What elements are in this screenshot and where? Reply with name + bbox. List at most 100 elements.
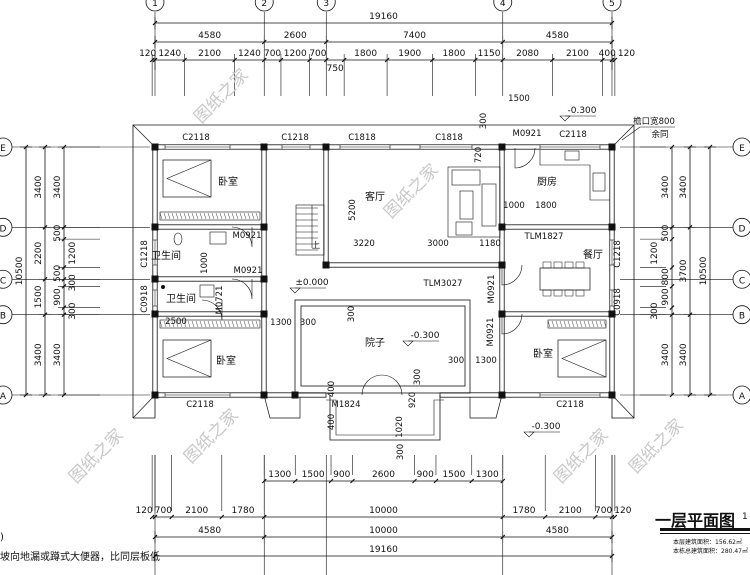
wall-d-left [154,224,265,230]
wardrobe-hanger [163,320,167,328]
armchair [455,221,473,236]
dimension-tick [350,478,355,484]
dimension-tick [469,478,475,484]
plan-label: 3220 [353,239,375,249]
dimension-label: 4580 [546,31,569,41]
dimension-label: 19160 [369,12,398,22]
dining-chair [575,261,585,269]
plan-label: M0921 [233,231,262,241]
dimension-tick [219,514,225,520]
plan-label: M0921 [513,129,542,139]
dimension-label: 1300 [268,470,291,480]
structural-column [498,223,506,231]
door-swing [231,278,253,300]
axis-label: 4 [500,0,506,9]
wall-south-mid-right [439,392,503,398]
wardrobe-hanger [199,212,203,220]
structural-column [151,275,159,283]
room-label: 卧室 [216,354,236,367]
plan-label: C1218 [613,240,623,268]
dimension-label: 4580 [546,526,569,536]
structural-column [498,143,506,151]
wardrobe-hanger [175,320,179,328]
door-swing [514,147,536,169]
plan-label: M0921 [234,266,263,276]
plan-label: 300 [396,444,406,460]
roof-eave-outline [133,395,156,419]
entry-door-swing [361,374,403,396]
wardrobe-hanger [183,320,187,328]
wardrobe-hanger [563,320,567,328]
wall-b-right [501,311,613,317]
dimension-label: 700 [595,506,612,516]
wardrobe-hanger [571,320,575,328]
wardrobe-hanger [211,320,215,328]
front-eave [263,394,301,419]
structural-column [608,143,616,151]
dimension-label: 120 [139,49,156,59]
wardrobe-hanger [235,320,239,328]
dimension-label: 1200 [650,242,660,265]
eave-corner-line [132,394,156,419]
plan-label: C1818 [348,133,376,143]
dimension-tick [669,392,675,398]
dimension-tick [669,224,675,230]
note-line-2: 坡向地漏或蹲式大便器，比同层板低 [0,552,160,563]
structural-column [498,391,506,399]
wall-c-left [154,276,265,282]
axis-bubble [732,217,750,237]
dimension-label: 120 [614,506,631,516]
plan-label: 300 [300,318,316,328]
wall-b-left [154,311,265,317]
dimension-label: 300 [68,302,78,319]
dimension-label: 1780 [232,506,255,516]
wardrobe-hanger [239,212,243,220]
entry-steps [329,395,441,441]
sofa [451,169,481,186]
wardrobe-hanger [547,320,551,328]
dimension-label: 4580 [198,526,221,536]
structural-column [608,310,616,318]
watermark-text: 图纸之家 [190,65,252,127]
wardrobe-hanger [163,212,167,220]
axis-bubble [732,305,750,325]
wardrobe-hanger [239,320,243,328]
plan-label: 1180 [479,239,501,249]
dimension-tick [433,478,439,484]
wardrobe-hanger [575,320,579,328]
wardrobe [159,211,261,221]
plan-label: M0721 [215,286,225,315]
dimension-label: 750 [327,64,344,74]
wardrobe [159,319,261,329]
dimension-label: 4580 [198,31,221,41]
axis-label: B [0,312,6,322]
wardrobe-hanger [187,320,191,328]
plan-label: 720 [474,147,484,163]
title-underline-thin [660,533,750,534]
bed-cover [561,339,607,378]
plan-label: TLM3027 [423,279,463,289]
wall-east [609,146,615,396]
dining-chair [575,289,585,297]
axis-label: 3 [323,0,329,9]
room-label: 餐厅 [583,248,603,261]
dimension-label: 1200 [68,242,78,265]
wardrobe-hanger [179,320,183,328]
dimension-label: 900 [661,288,671,305]
level-label: -0.300 [567,106,596,116]
dimension-label: 1300 [476,470,499,480]
dimension-label: 1780 [513,506,536,516]
axis-bubble [732,385,750,405]
structural-column [151,143,159,151]
dimension-tick [292,478,298,484]
axis-label: A [0,392,7,402]
dimension-label: 120 [618,49,635,59]
dimension-label: 1800 [354,49,377,59]
eave-corner-line [132,124,156,148]
dimension-tick [149,514,155,520]
plan-label: C2118 [556,400,584,410]
dimension-label: 10000 [369,526,398,536]
dimension-tick [669,144,675,150]
wardrobe-hanger [215,320,219,328]
